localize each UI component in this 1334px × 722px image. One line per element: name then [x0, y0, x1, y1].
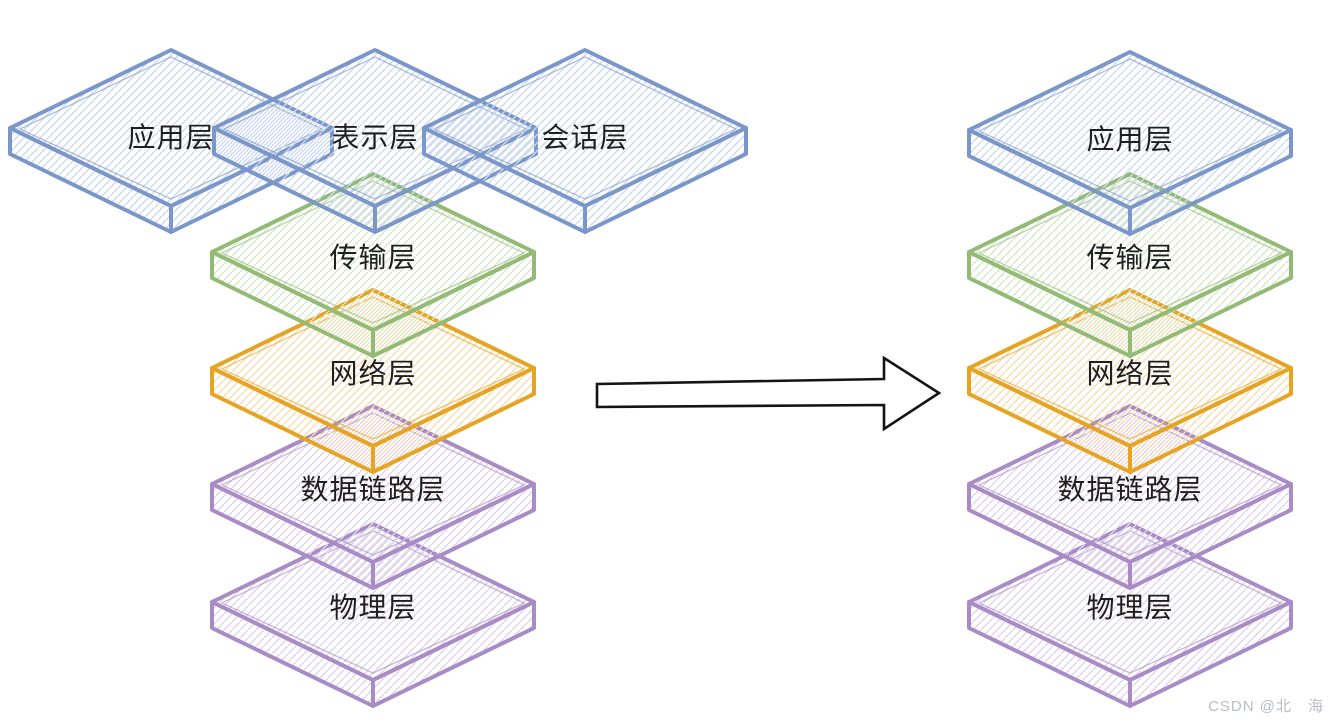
slab-shape	[210, 522, 536, 708]
osi-slab-transport: 传输层	[208, 168, 538, 363]
slab-shape	[210, 288, 536, 474]
slab-shape	[210, 172, 536, 358]
tcpip-layer-label-transport: 传输层	[1086, 242, 1174, 273]
osi-layer-label-session: 会话层	[541, 122, 629, 153]
osi-slab-datalink: 数据链路层	[208, 400, 538, 595]
slab-shape	[967, 50, 1293, 236]
tcpip-slab-transport: 传输层	[965, 168, 1295, 363]
osi-slab-network: 网络层	[208, 284, 538, 479]
tcpip-layer-label-datalink: 数据链路层	[1057, 474, 1203, 505]
osi-layer-label-presentation: 表示层	[331, 122, 419, 153]
slab-shape	[210, 404, 536, 590]
osi-layer-label-physical: 物理层	[329, 592, 417, 623]
transform-arrow	[593, 353, 943, 438]
slab-shape	[967, 404, 1293, 590]
tcpip-slab-application: 应用层	[965, 46, 1295, 241]
slab-shape	[967, 172, 1293, 358]
tcpip-slab-datalink: 数据链路层	[965, 400, 1295, 595]
osi-slab-session: 会话层	[420, 44, 750, 239]
slab-shape	[967, 288, 1293, 474]
osi-slab-physical: 物理层	[208, 518, 538, 713]
slab-shape	[967, 522, 1293, 708]
tcpip-layer-label-application: 应用层	[1086, 124, 1174, 155]
tcpip-slab-physical: 物理层	[965, 518, 1295, 713]
tcpip-layer-label-network: 网络层	[1086, 358, 1174, 389]
osi-layer-label-transport: 传输层	[329, 242, 417, 273]
right-arrow-icon	[595, 355, 942, 432]
csdn-watermark: CSDN @北 海	[1208, 698, 1324, 715]
osi-layer-label-application: 应用层	[127, 122, 215, 153]
slab-shape	[422, 48, 748, 234]
osi-layer-label-datalink: 数据链路层	[300, 474, 446, 505]
tcpip-slab-network: 网络层	[965, 284, 1295, 479]
tcpip-layer-label-physical: 物理层	[1086, 592, 1174, 623]
osi-layer-label-network: 网络层	[329, 358, 417, 389]
